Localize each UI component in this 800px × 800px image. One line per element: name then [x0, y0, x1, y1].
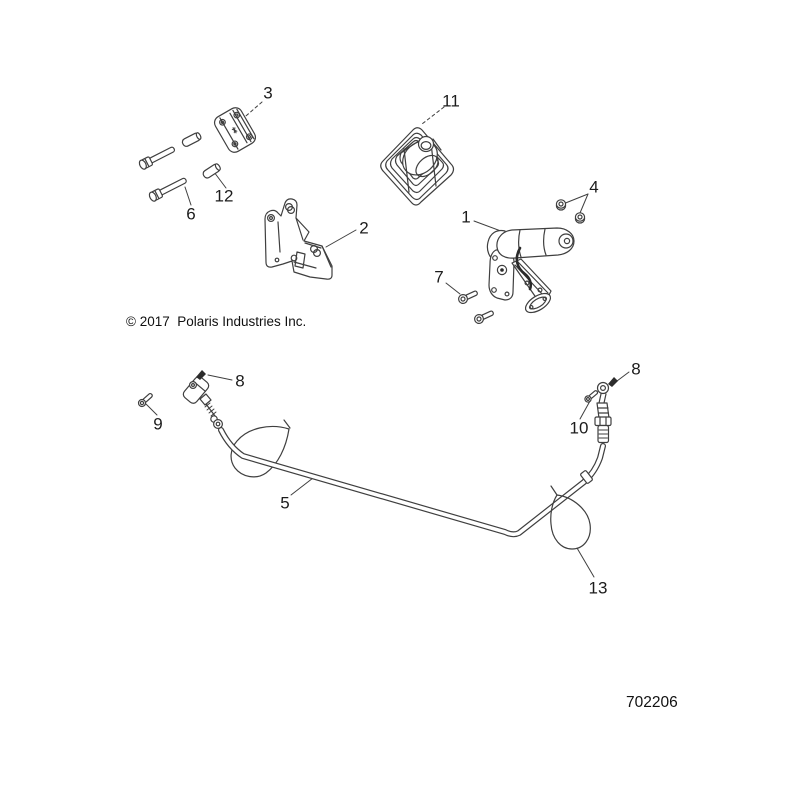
callout-5-cable: 5 [280, 493, 290, 513]
part-11-lever-boot [380, 127, 455, 206]
callout-2-bracket: 2 [359, 218, 369, 238]
drawing-number: 702206 [626, 694, 678, 711]
part-12-spacer-pins [181, 132, 221, 179]
part-7-bolts [457, 290, 494, 325]
callout-13-cable-tie: 13 [588, 578, 608, 598]
callout-9-bolt: 9 [153, 414, 163, 434]
part-8-clips [196, 370, 618, 387]
part-9-bolt [137, 392, 153, 408]
part-2-mounting-bracket [264, 198, 333, 280]
callout-3-clamp: 3 [263, 83, 273, 103]
cable-right-end [594, 381, 612, 444]
part-4-nuts [555, 199, 586, 224]
part-13-cable-tie [550, 485, 591, 550]
callout-7-bolts: 7 [434, 267, 444, 287]
part-6-bolts [138, 146, 187, 202]
callout-12-pins: 12 [214, 186, 234, 206]
part-1-parking-brake-lever [486, 227, 575, 314]
callout-8-clip-left: 8 [235, 371, 245, 391]
part-5-parking-brake-cable [182, 376, 606, 538]
copyright-notice: © 2017 Polaris Industries Inc. [126, 314, 307, 329]
part-3-clamp-bracket [213, 107, 257, 153]
part-10-bolt [584, 390, 599, 403]
callout-6-bolts: 6 [186, 204, 196, 224]
callout-11-boot: 11 [442, 91, 460, 111]
callout-1-lever: 1 [461, 207, 471, 227]
leader-lines [145, 101, 630, 578]
callout-4-nuts: 4 [589, 177, 599, 197]
callout-8-clip-right: 8 [631, 359, 641, 379]
callout-10-bolt: 10 [569, 418, 589, 438]
